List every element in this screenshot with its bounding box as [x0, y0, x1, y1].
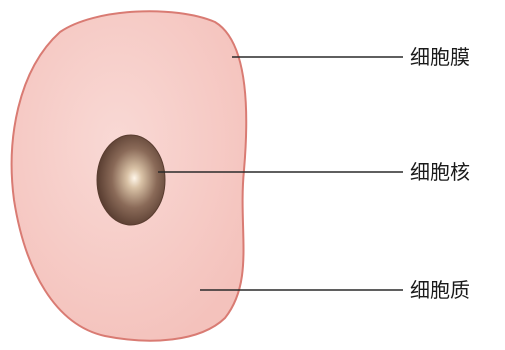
cell-nucleus — [97, 135, 165, 225]
membrane-label: 细胞膜 — [410, 45, 470, 69]
cytoplasm-label: 细胞质 — [410, 278, 470, 302]
nucleus-label: 细胞核 — [410, 160, 470, 184]
